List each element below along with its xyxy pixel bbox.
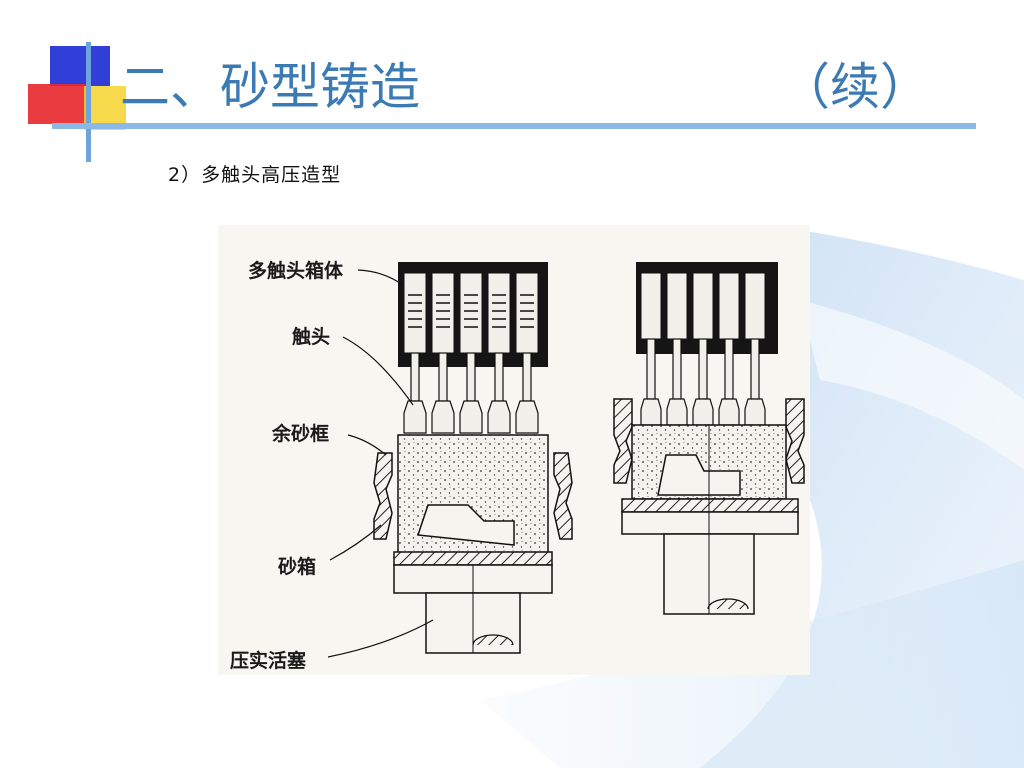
label-piston: 压实活塞: [230, 649, 307, 672]
right-assembly: [613, 262, 805, 615]
slide-subtitle: 2）多触头高压造型: [168, 164, 342, 186]
multi-head-molding-diagram: 多触头箱体 触头 余砂框 砂箱 压实活塞: [218, 225, 810, 675]
title-rule: [52, 123, 976, 129]
left-assembly: [373, 262, 573, 654]
leader-lines: [327, 269, 434, 658]
label-frame: 余砂框: [271, 422, 329, 445]
title-suffix: （续）: [780, 58, 930, 116]
label-flask: 砂箱: [278, 555, 316, 578]
title-text: 二、砂型铸造: [120, 58, 420, 116]
slide-title: 二、砂型铸造 （续）: [120, 56, 930, 118]
label-heads: 触头: [292, 325, 330, 348]
label-box: 多触头箱体: [248, 259, 344, 282]
logo-squares: [28, 42, 126, 162]
